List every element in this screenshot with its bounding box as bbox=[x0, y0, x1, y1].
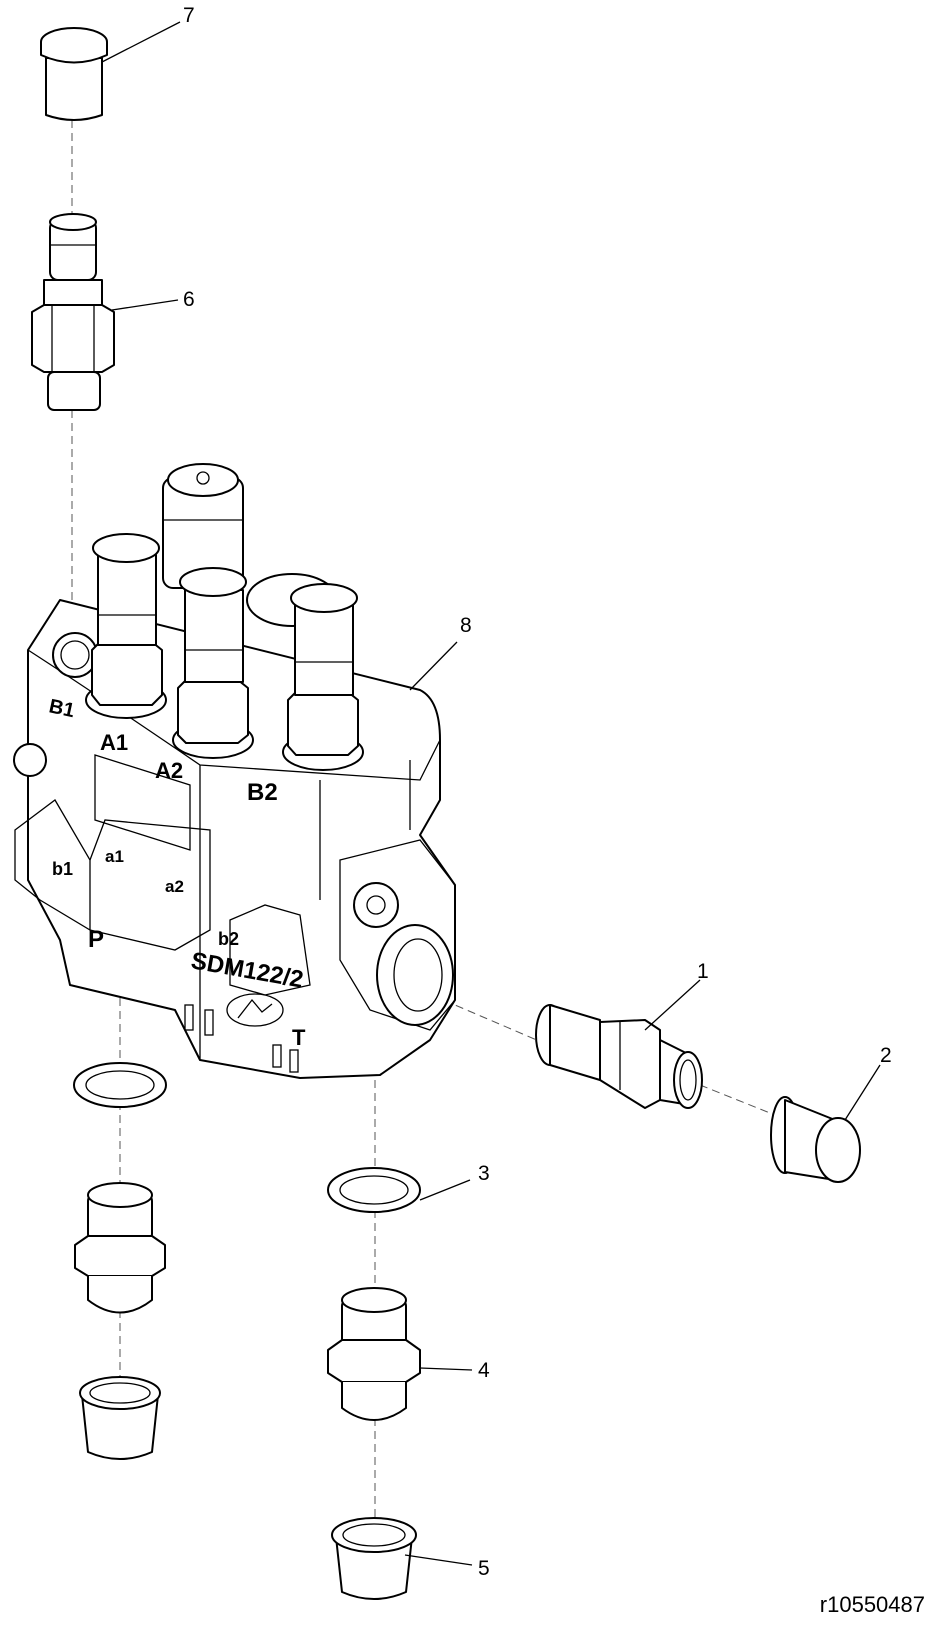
part-2-side-cap bbox=[770, 1096, 861, 1183]
left-adapter bbox=[74, 1182, 166, 1314]
part-1-side-fitting bbox=[535, 1004, 703, 1109]
part-4-adapter bbox=[327, 1287, 421, 1421]
callout-2: 2 bbox=[880, 1044, 892, 1067]
part-7-cap bbox=[40, 27, 108, 121]
port-label-A1: A1 bbox=[100, 730, 128, 755]
callout-4: 4 bbox=[478, 1359, 490, 1382]
body-fitting-middle bbox=[172, 567, 254, 759]
callout-8: 8 bbox=[460, 614, 472, 637]
port-label-b1: b1 bbox=[52, 859, 73, 879]
callout-5: 5 bbox=[478, 1557, 490, 1580]
left-washer bbox=[73, 1062, 167, 1108]
leader-lines bbox=[101, 21, 881, 1566]
part-8-valve-body: B1 A1 A2 B2 b1 a1 a2 b2 P T SDM122/2 bbox=[13, 463, 456, 1079]
body-fitting-left bbox=[85, 533, 167, 719]
port-label-T: T bbox=[292, 1025, 306, 1050]
port-label-A2: A2 bbox=[155, 758, 183, 783]
callout-1: 1 bbox=[697, 960, 709, 983]
port-label-a2: a2 bbox=[165, 877, 184, 896]
port-label-b2: b2 bbox=[218, 929, 239, 949]
callout-7: 7 bbox=[183, 4, 195, 27]
part-6-fitting bbox=[31, 213, 115, 411]
body-fitting-right bbox=[282, 583, 364, 771]
callout-3: 3 bbox=[478, 1162, 490, 1185]
port-label-a1: a1 bbox=[105, 847, 124, 866]
port-label-B2: B2 bbox=[247, 779, 278, 806]
part-3-washer bbox=[327, 1167, 421, 1213]
left-cap bbox=[79, 1376, 161, 1460]
port-label-B1: B1 bbox=[47, 695, 77, 722]
port-label-P: P bbox=[88, 926, 104, 953]
part-5-cap bbox=[331, 1517, 417, 1600]
callout-6: 6 bbox=[183, 288, 195, 311]
document-id: r10550487 bbox=[820, 1592, 925, 1617]
